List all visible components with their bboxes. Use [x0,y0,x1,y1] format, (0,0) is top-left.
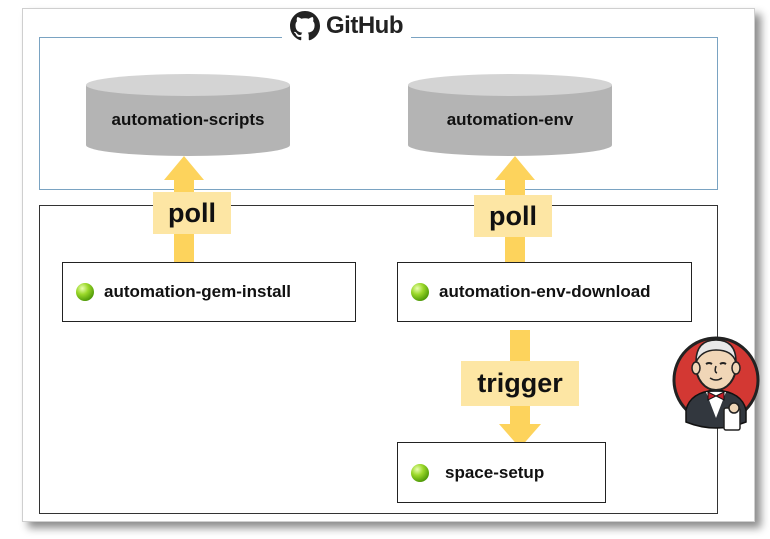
poll-label-right: poll [474,195,552,237]
job-automation-env-download[interactable]: automation-env-download [397,262,692,322]
cylinder-shape [408,74,612,156]
green-ball-icon [411,463,429,482]
trigger-label: trigger [461,361,579,406]
jenkins-butler-logo [672,336,760,431]
job-space-setup[interactable]: space-setup [397,442,606,503]
jenkins-region [39,205,718,514]
repo-automation-scripts[interactable]: automation-scripts [85,73,291,157]
repo-label: automation-env [446,110,574,129]
green-ball-icon [411,283,429,301]
job-label: automation-env-download [439,282,651,301]
github-octocat-icon [290,11,320,41]
github-title: GitHub [326,12,403,39]
cylinder-shape [86,74,290,156]
job-automation-gem-install[interactable]: automation-gem-install [62,262,356,322]
job-label: automation-gem-install [104,282,292,301]
job-label: space-setup [445,462,545,482]
repo-automation-env[interactable]: automation-env [407,73,613,157]
green-ball-icon [76,283,94,301]
github-header: GitHub [282,10,411,42]
repo-label: automation-scripts [111,110,265,129]
poll-label-left: poll [153,192,231,234]
